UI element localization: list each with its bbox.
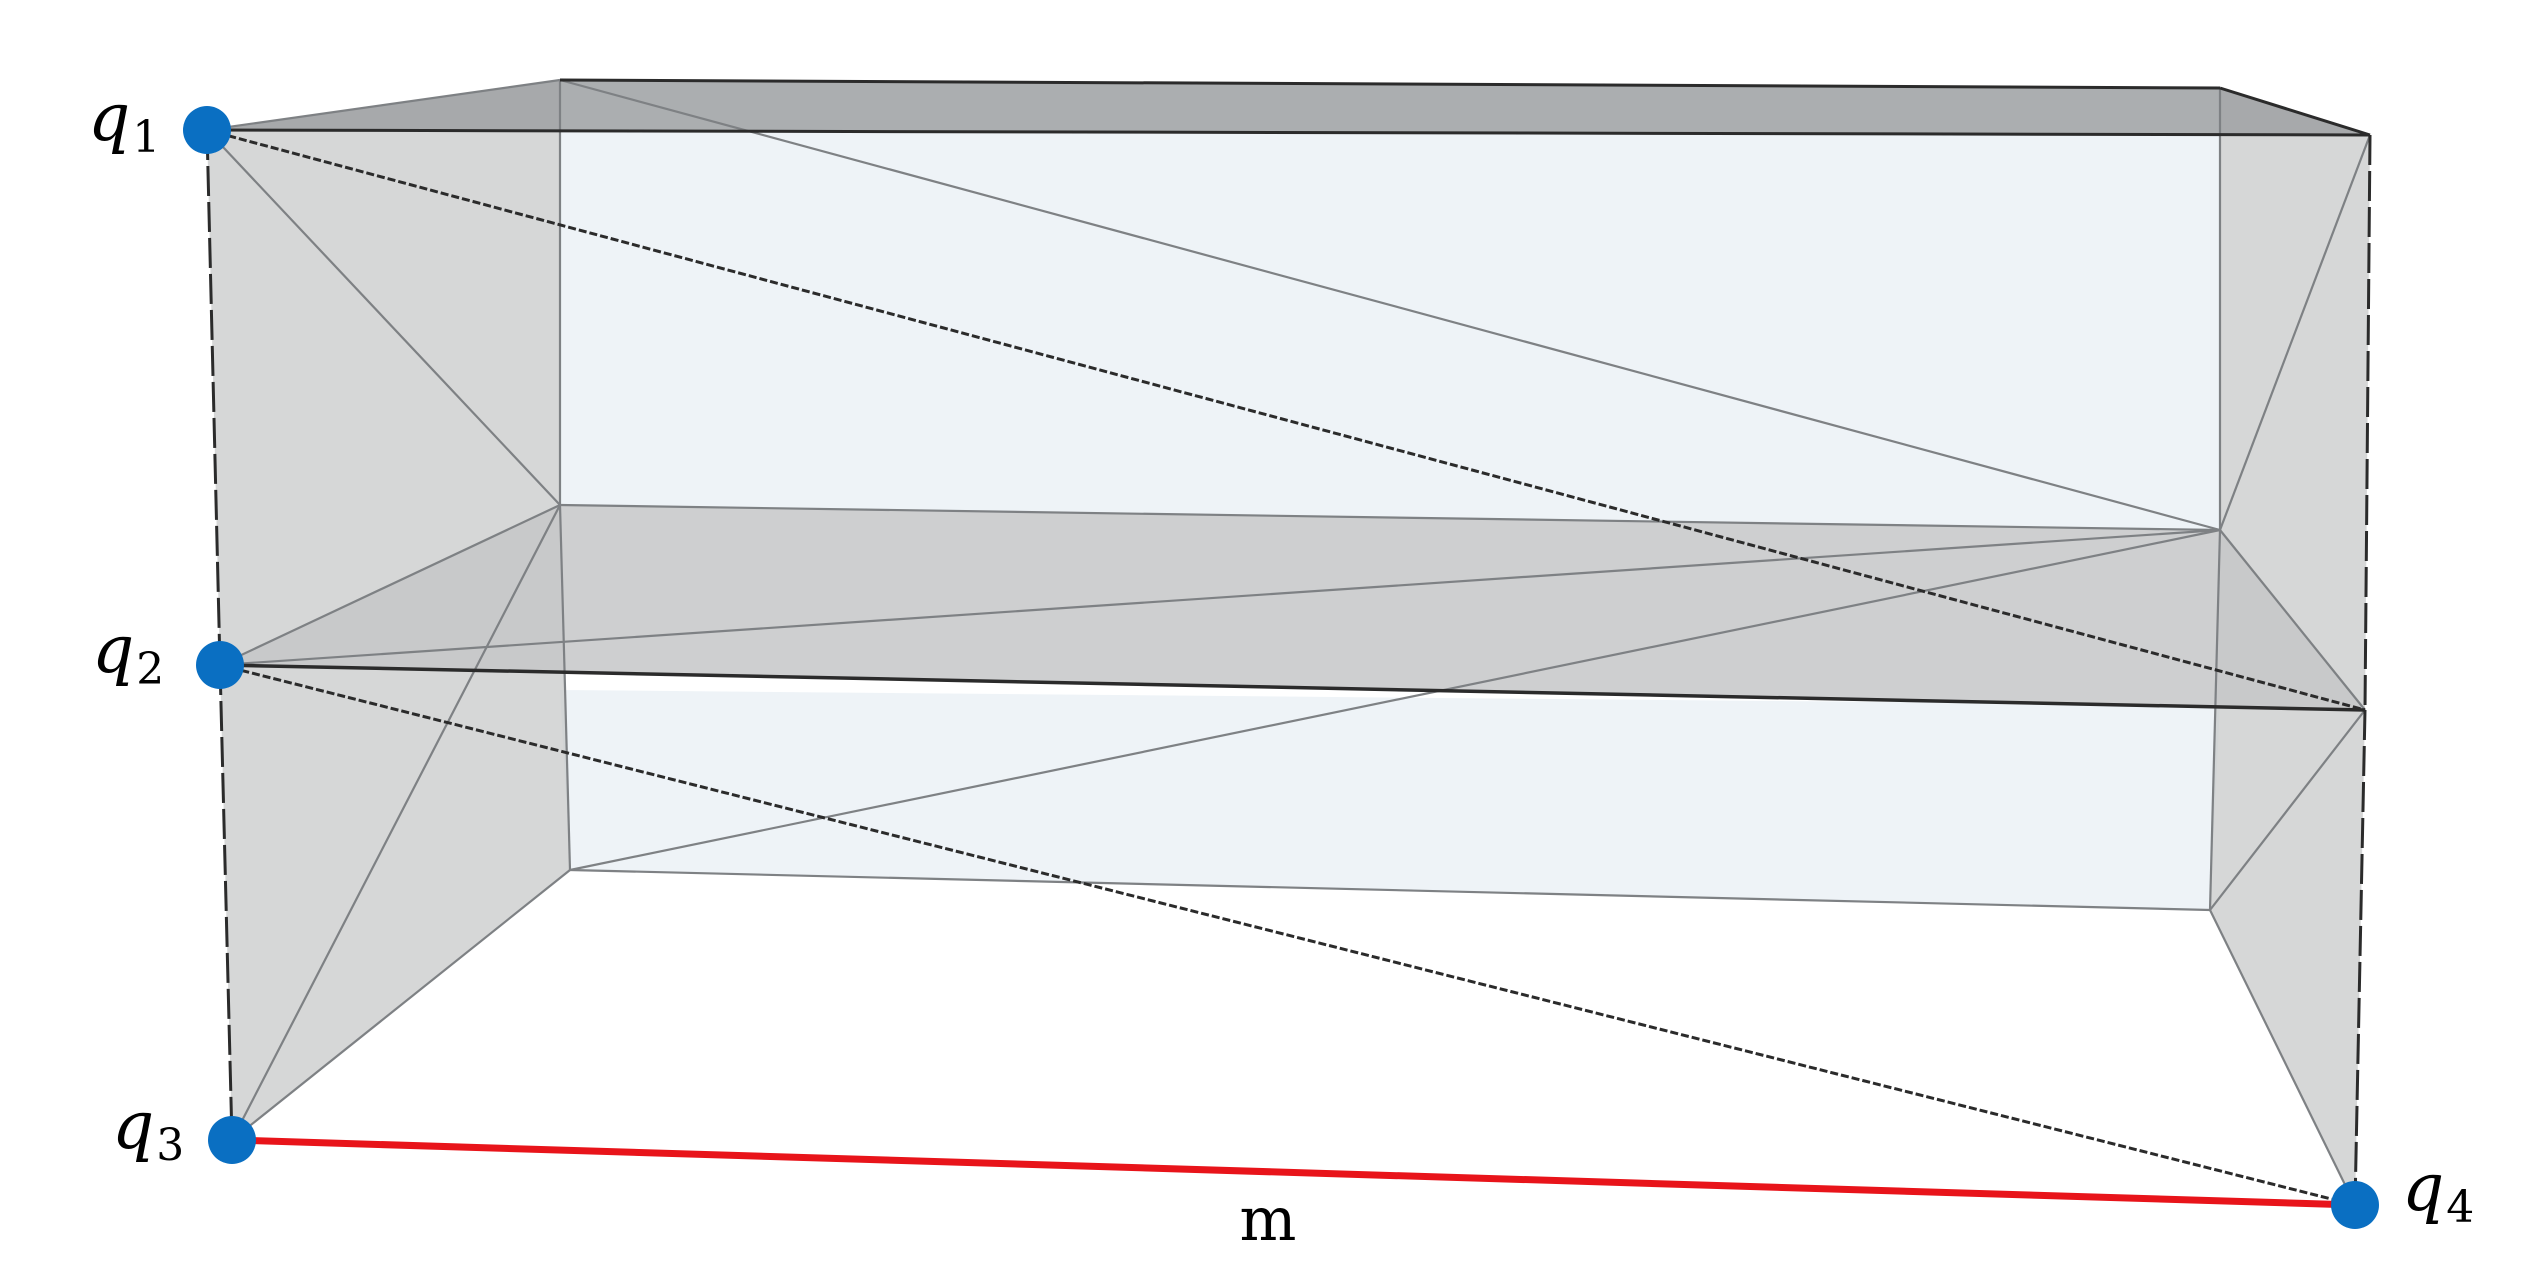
edge xyxy=(569,868,2211,912)
label-q3-subscript: 3 xyxy=(156,1120,184,1171)
vertex-q2 xyxy=(196,641,244,689)
edge xyxy=(2219,529,2366,711)
label-q1-subscript: 1 xyxy=(132,112,160,163)
edge xyxy=(2219,86,2371,137)
vertex-q1 xyxy=(183,106,231,154)
edge xyxy=(559,78,2221,532)
label-edge-m: m xyxy=(1240,1185,1297,1255)
label-q2: q2 xyxy=(92,611,164,695)
edge xyxy=(219,663,2356,1207)
edge xyxy=(219,663,2366,712)
edge xyxy=(2208,529,2222,911)
edge xyxy=(218,664,234,1141)
edge xyxy=(219,528,2221,667)
edge xyxy=(206,78,561,132)
back-panels xyxy=(560,80,2220,910)
vertices xyxy=(183,106,2379,1229)
edge xyxy=(2209,709,2366,911)
label-q2-base: q xyxy=(92,611,134,688)
back-lower-panel xyxy=(560,690,2220,910)
edge xyxy=(569,528,2221,872)
thin-edges xyxy=(206,78,2372,1206)
top-face xyxy=(207,80,2370,135)
label-q4: q4 xyxy=(2402,1149,2474,1233)
vertex-q4 xyxy=(2331,1181,2379,1229)
edge xyxy=(206,128,2371,137)
edge xyxy=(206,128,2366,712)
edge xyxy=(559,503,2221,532)
edge xyxy=(559,78,2221,90)
edge xyxy=(219,504,561,666)
left-upper-face xyxy=(207,80,560,665)
label-q1-base: q xyxy=(88,79,130,156)
label-q1: q1 xyxy=(88,79,160,163)
edge xyxy=(558,504,572,871)
vertex-labels: q1 q2 q3 q4 m xyxy=(88,79,2474,1255)
label-q4-base: q xyxy=(2402,1149,2444,1226)
edge xyxy=(2353,709,2367,1206)
edge xyxy=(2218,134,2372,531)
right-upper-face xyxy=(2220,88,2370,710)
highlighted-edge-m xyxy=(231,1136,2356,1209)
label-q2-subscript: 2 xyxy=(136,644,164,695)
edge xyxy=(205,129,222,666)
edge xyxy=(231,869,571,1141)
label-q3: q3 xyxy=(112,1087,184,1171)
edge xyxy=(206,129,561,506)
label-q4-subscript: 4 xyxy=(2446,1182,2474,1233)
vertex-q3 xyxy=(208,1116,256,1164)
edge xyxy=(2209,909,2356,1206)
edge xyxy=(231,504,561,1141)
dark-edges xyxy=(205,78,2372,1207)
edge xyxy=(2363,134,2372,711)
label-q3-base: q xyxy=(112,1087,154,1164)
